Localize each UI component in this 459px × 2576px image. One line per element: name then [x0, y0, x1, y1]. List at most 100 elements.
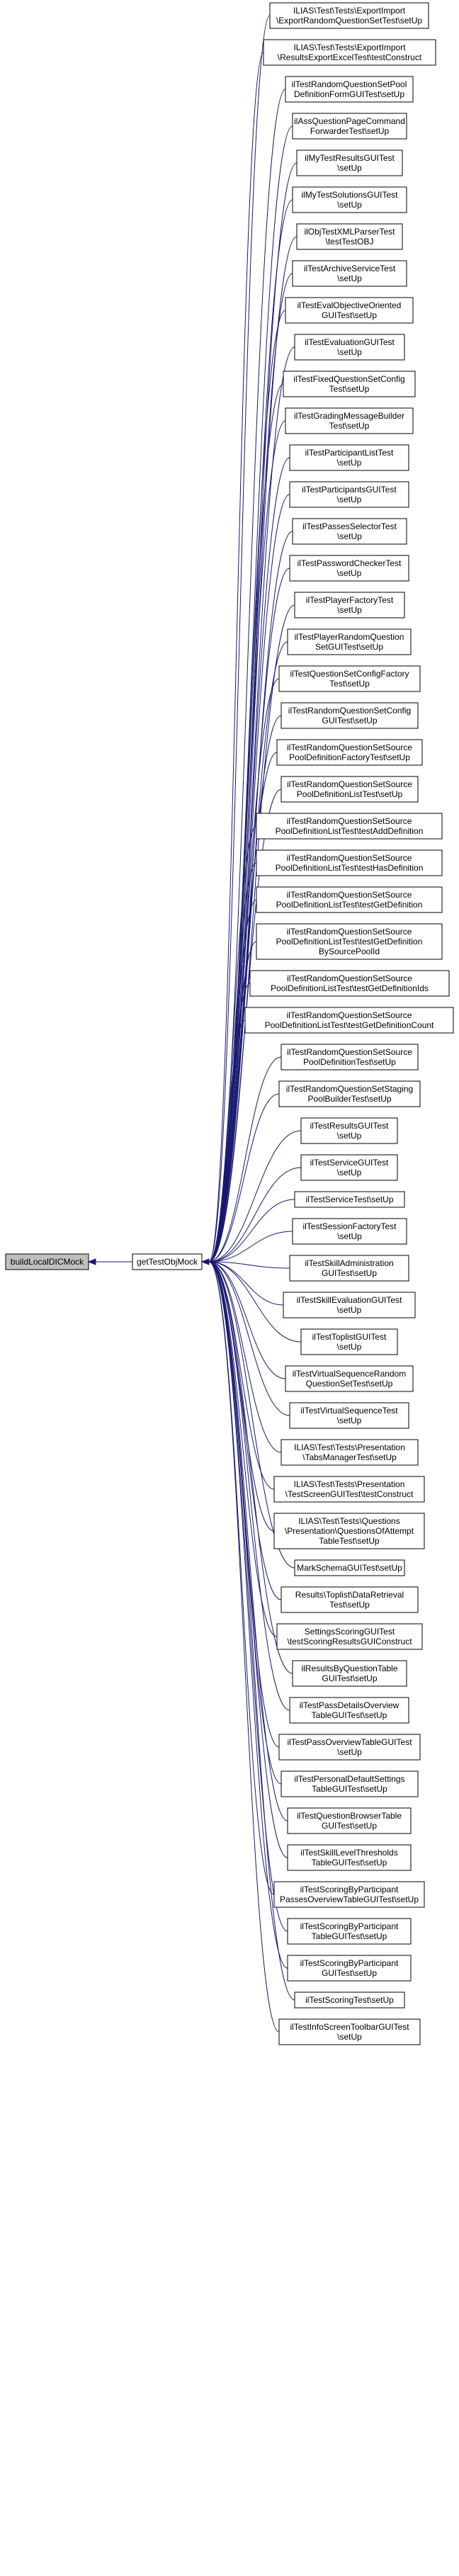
caller-node[interactable]: ilObjTestXMLParserTest\testTestOBJ — [296, 223, 403, 250]
caller-node[interactable]: ilTestVirtualSequenceTest\setUp — [289, 1402, 409, 1429]
caller-node-label: ILIAS\Test\Tests\Presentation — [294, 1479, 405, 1489]
caller-node[interactable]: ILIAS\Test\Tests\ExportImport\ResultsExp… — [263, 39, 436, 66]
caller-node-label: ilTestScoringTest\setUp — [305, 1995, 394, 2005]
caller-node-box — [287, 628, 412, 655]
caller-node[interactable]: ilMyTestSolutionsGUITest\setUp — [292, 186, 407, 213]
caller-node-label: ilTestSkillEvaluationGUITest — [297, 1295, 402, 1305]
call-edge — [208, 383, 284, 1262]
caller-node-box — [280, 1044, 419, 1070]
caller-node-label: PoolDefinitionTest\setUp — [303, 1057, 396, 1067]
caller-node[interactable]: ilTestRandomQuestionSetStagingPoolBuilde… — [278, 1080, 421, 1107]
caller-node-box — [292, 260, 407, 287]
call-edge — [208, 1261, 295, 1569]
caller-node[interactable]: ilTestToplistGUITest\setUp — [300, 1328, 398, 1355]
caller-node-box — [292, 1660, 407, 1687]
caller-node-label: \TabsManagerTest\setUp — [302, 1452, 397, 1462]
caller-node[interactable]: ilTestParticipantsGUITest\setUp — [289, 481, 409, 508]
caller-node[interactable]: ilTestPassesSelectorTest\setUp — [292, 518, 407, 545]
caller-node[interactable]: ilTestScoringByParticipantTableGUITest\s… — [287, 1918, 412, 1945]
caller-node[interactable]: ilTestArchiveServiceTest\setUp — [292, 260, 407, 287]
caller-node[interactable]: ilTestRandomQuestionSetSourcePoolDefinit… — [249, 970, 450, 997]
caller-node-label: ilTestQuestionBrowserTable — [297, 1811, 402, 1821]
caller-node-label: \setUp — [337, 273, 362, 283]
caller-node-label: ilAssQuestionPageCommand — [294, 116, 405, 126]
caller-node[interactable]: ilTestVirtualSequenceRandomQuestionSetTe… — [285, 1365, 414, 1392]
caller-node[interactable]: ILIAS\Test\Tests\Questions\Presentation\… — [273, 1513, 425, 1549]
caller-node[interactable]: ilTestParticipantListTest\setUp — [289, 444, 409, 471]
caller-node[interactable]: SettingsScoringGUITest\testScoringResult… — [276, 1623, 423, 1650]
caller-node[interactable]: ilTestPassDetailsOverviewTableGUITest\se… — [289, 1697, 409, 1724]
caller-node[interactable]: ilTestRandomQuestionSetSourcePoolDefinit… — [276, 739, 423, 766]
caller-node-label: ilTestRandomQuestionSetSource — [287, 816, 412, 826]
caller-node-label: ilTestToplistGUITest — [312, 1332, 387, 1342]
caller-node-label: PoolDefinitionFactoryTest\setUp — [289, 752, 410, 762]
caller-node[interactable]: ilTestInfoScreenToolbarGUITest\setUp — [278, 2018, 421, 2045]
caller-node[interactable]: ilTestPersonalDefaultSettingsTableGUITes… — [280, 1770, 419, 1797]
caller-node[interactable]: ilTestServiceTest\setUp — [294, 1191, 405, 1208]
root-node[interactable]: buildLocalDICMock — [5, 1253, 89, 1270]
call-edge — [208, 1093, 280, 1262]
call-edge — [208, 1261, 282, 1785]
caller-node-label: ilTestRandomQuestionSetSource — [287, 927, 412, 937]
caller-node[interactable]: ILIAS\Test\Tests\ExportImport\ExportRand… — [269, 2, 429, 29]
caller-node[interactable]: ilTestServiceGUITest\setUp — [300, 1154, 398, 1181]
caller-node[interactable]: ilTestRandomQuestionSetSourcePoolDefinit… — [256, 886, 443, 913]
caller-node-label: ForwarderTest\setUp — [310, 126, 390, 136]
call-edge — [208, 1261, 278, 1637]
caller-node[interactable]: ilTestScoringByParticipantPassesOverview… — [273, 1881, 425, 1908]
caller-node[interactable]: ilTestRandomQuestionSetPoolDefinitionFor… — [285, 76, 414, 103]
call-edge — [208, 678, 280, 1262]
caller-node[interactable]: ilTestPassOverviewTableGUITest\setUp — [278, 1734, 421, 1761]
caller-node[interactable]: ilTestRandomQuestionSetConfigGUITest\set… — [280, 702, 419, 729]
caller-node[interactable]: ilTestPlayerRandomQuestionSetGUITest\set… — [287, 628, 412, 655]
caller-node-box — [280, 1770, 419, 1797]
caller-node[interactable]: ILIAS\Test\Tests\Presentation\TestScreen… — [273, 1476, 425, 1503]
caller-node-box — [294, 592, 405, 618]
call-edge — [208, 1261, 293, 1674]
caller-node[interactable]: ilTestRandomQuestionSetSourcePoolDefinit… — [256, 813, 443, 840]
caller-node-label: ilTestRandomQuestionSetSource — [287, 742, 412, 752]
caller-node-label: TableTest\setUp — [319, 1536, 380, 1546]
caller-node[interactable]: ilTestRandomQuestionSetSourcePoolDefinit… — [256, 923, 443, 960]
caller-node[interactable]: ilTestSessionFactoryTest\setUp — [292, 1218, 407, 1245]
caller-node-label: \setUp — [337, 495, 362, 504]
caller-node[interactable]: ilTestEvaluationGUITest\setUp — [294, 334, 405, 361]
caller-node[interactable]: ilTestRandomQuestionSetSourcePoolDefinit… — [244, 1007, 454, 1034]
caller-node[interactable]: ilTestPlayerFactoryTest\setUp — [294, 592, 405, 618]
caller-node-box — [289, 1697, 409, 1724]
caller-node[interactable]: ilTestSkillLevelThresholdsTableGUITest\s… — [287, 1844, 412, 1871]
caller-node-label: \setUp — [337, 1747, 362, 1757]
caller-node-box — [278, 2018, 421, 2045]
call-edge — [208, 752, 278, 1262]
caller-node-box — [294, 334, 405, 361]
caller-node[interactable]: ilTestRandomQuestionSetSourcePoolDefinit… — [256, 849, 443, 876]
caller-node-label: ilTestPersonalDefaultSettings — [294, 1774, 404, 1784]
caller-node-label: \setUp — [337, 1416, 362, 1425]
caller-node[interactable]: ilAssQuestionPageCommandForwarderTest\se… — [292, 113, 407, 140]
caller-node[interactable]: ilTestResultsGUITest\setUp — [300, 1117, 398, 1144]
caller-node[interactable]: MarkSchemaGUITest\setUp — [294, 1559, 405, 1576]
caller-node[interactable]: ilTestRandomQuestionSetSourcePoolDefinit… — [280, 776, 419, 803]
caller-node[interactable]: ILIAS\Test\Tests\Presentation\TabsManage… — [280, 1439, 419, 1466]
caller-node[interactable]: ilMyTestResultsGUITest\setUp — [296, 149, 403, 176]
caller-node[interactable]: ilTestRandomQuestionSetSourcePoolDefinit… — [280, 1044, 419, 1070]
caller-node[interactable]: ilTestScoringTest\setUp — [294, 1992, 405, 2009]
caller-node[interactable]: ilTestSkillEvaluationGUITest\setUp — [283, 1292, 416, 1318]
caller-node-box — [292, 186, 407, 213]
caller-node-box — [278, 665, 421, 692]
caller-node-label: PoolDefinitionListTest\testHasDefinition — [276, 863, 424, 873]
middle-node[interactable]: getTestObjMock — [132, 1253, 203, 1270]
caller-node-label: \setUp — [337, 1305, 362, 1315]
caller-node[interactable]: ilTestPasswordCheckerTest\setUp — [289, 555, 409, 582]
caller-node-box — [287, 1918, 412, 1945]
caller-node-label: ilTestRandomQuestionSetConfig — [288, 706, 411, 716]
